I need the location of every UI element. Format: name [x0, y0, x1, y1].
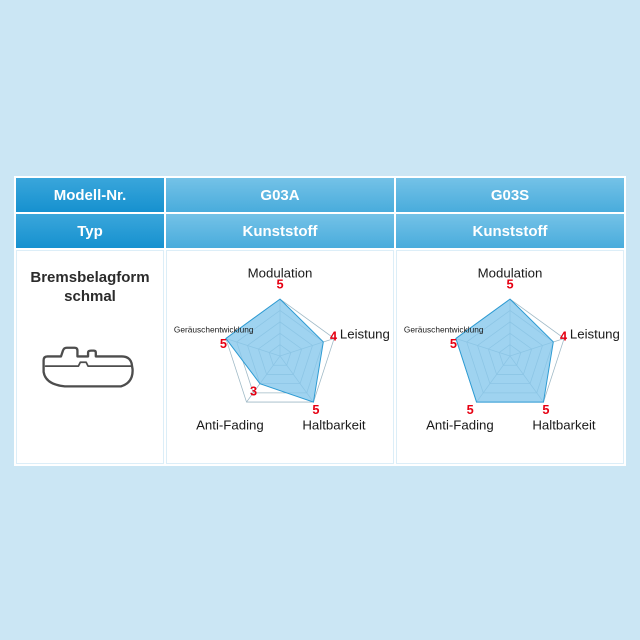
svg-text:5: 5 — [542, 401, 549, 416]
svg-text:Modulation: Modulation — [478, 265, 543, 280]
svg-text:4: 4 — [560, 328, 568, 343]
header-type-label: Typ — [16, 214, 164, 248]
header-model-g03s: G03S — [396, 178, 624, 212]
svg-text:4: 4 — [330, 328, 338, 343]
brake-pad-spec-table: Modell-Nr. G03A G03S Typ Kunststoff Kuns… — [14, 176, 626, 466]
pad-shape-cell: Bremsbelagform schmal — [16, 250, 164, 464]
svg-text:5: 5 — [312, 401, 319, 416]
svg-text:5: 5 — [450, 335, 457, 350]
svg-text:Anti-Fading: Anti-Fading — [196, 417, 264, 432]
svg-text:Haltbarkeit: Haltbarkeit — [302, 417, 366, 432]
svg-text:Anti-Fading: Anti-Fading — [426, 417, 494, 432]
svg-text:5: 5 — [506, 276, 513, 291]
pad-shape-label: Bremsbelagform schmal — [30, 269, 149, 307]
svg-text:5: 5 — [467, 401, 474, 416]
pad-shape-label-line1: Bremsbelagform — [30, 269, 150, 286]
header-model-number-label: Modell-Nr. — [16, 178, 164, 212]
svg-text:Leistung: Leistung — [570, 326, 620, 341]
svg-text:5: 5 — [220, 335, 227, 350]
type-value-g03a: Kunststoff — [166, 214, 394, 248]
svg-text:Geräuschentwicklung: Geräuschentwicklung — [174, 324, 254, 334]
svg-text:5: 5 — [276, 276, 283, 291]
svg-text:3: 3 — [250, 383, 257, 398]
svg-text:Geräuschentwicklung: Geräuschentwicklung — [404, 324, 484, 334]
svg-text:Leistung: Leistung — [340, 326, 390, 341]
type-value-g03s: Kunststoff — [396, 214, 624, 248]
header-model-g03a: G03A — [166, 178, 394, 212]
brake-pad-illustration — [42, 346, 134, 388]
svg-text:Modulation: Modulation — [248, 265, 313, 280]
svg-text:Haltbarkeit: Haltbarkeit — [532, 417, 596, 432]
pad-shape-label-line2: schmal — [64, 287, 116, 305]
